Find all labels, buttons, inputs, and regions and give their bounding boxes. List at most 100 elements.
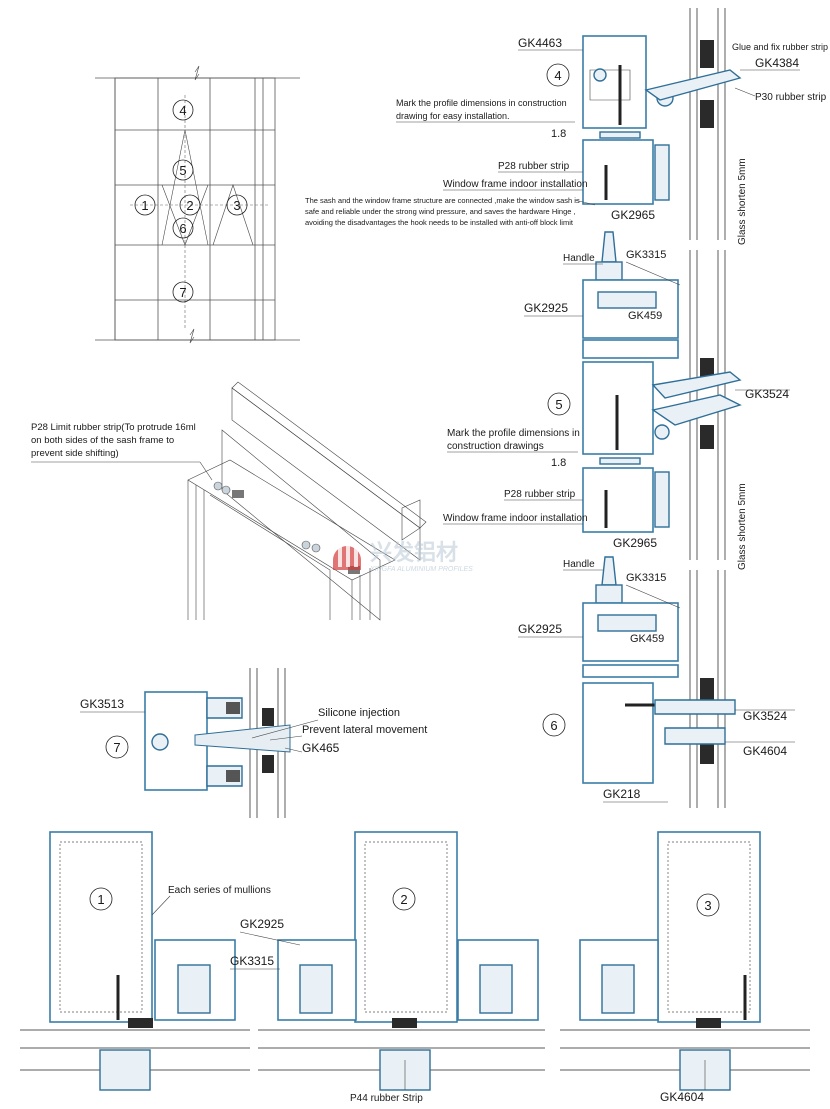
s6-gk3524-profile xyxy=(654,699,736,715)
mullion-labels: 1 2 3 Each series of mullions GK2925 GK3… xyxy=(89,885,720,1104)
section-5 xyxy=(582,231,742,560)
section-4 xyxy=(582,8,742,240)
s6-gk3524-label: GK3524 xyxy=(743,709,787,723)
s6-gk459-label: GK459 xyxy=(630,633,664,645)
glue-strip-label: Glue and fix rubber strip xyxy=(732,42,828,52)
s6-handle-label: Handle xyxy=(563,559,595,570)
mullion-gk2925-label: GK2925 xyxy=(240,917,284,931)
isometric-labels: P28 Limit rubber strip(To protrude 16ml … xyxy=(31,422,213,481)
gk4384-gasket xyxy=(644,69,742,101)
s5-gk2925-profile xyxy=(582,279,679,339)
s7-silicone-label: Silicone injection xyxy=(318,707,400,719)
s7-gk465-profile xyxy=(194,724,291,753)
s5-gk2965-profile xyxy=(582,467,654,533)
brand-watermark: 兴发铝材 XINGFA ALUMINIUM PROFILES xyxy=(333,540,473,573)
s5-dim: 1.8 xyxy=(551,457,566,469)
s4-indoor-label: Window frame indoor installation xyxy=(443,179,588,190)
marker-4 xyxy=(172,99,194,121)
marker-3 xyxy=(226,194,248,216)
s6-gk2925-profile xyxy=(582,602,679,662)
s5-mark-note-2: construction drawings xyxy=(447,441,544,452)
isometric-cutaway xyxy=(187,381,427,621)
mullion-gk3315-label: GK3315 xyxy=(230,954,274,968)
marker-1-label: 1 xyxy=(141,198,148,213)
section-6-number: 6 xyxy=(550,718,557,733)
mullion-sections xyxy=(20,831,810,1091)
s4-mark-note-1: Mark the profile dimensions in construct… xyxy=(396,98,567,108)
s5-gk3524-profile xyxy=(651,371,742,399)
mullion-gk4604-label: GK4604 xyxy=(660,1090,704,1104)
gk4384-label: GK4384 xyxy=(755,56,799,70)
marker-6-label: 6 xyxy=(179,221,186,236)
s4-sash-note-2: safe and reliable under the strong wind … xyxy=(305,207,576,216)
marker-2-label: 2 xyxy=(186,198,193,213)
s4-sash-note-3: avoiding the disadvantages the hook need… xyxy=(305,218,574,227)
mullion-2-box xyxy=(354,831,458,1023)
window-elevation-grid xyxy=(95,65,300,344)
s5-glass-label: Glass shorten 5mm xyxy=(737,483,748,570)
marker-7-label: 7 xyxy=(179,285,186,300)
s5-mark-note-1: Mark the profile dimensions in xyxy=(447,428,580,439)
mullion-3-number: 3 xyxy=(704,898,711,913)
s6-gk459-profile xyxy=(597,614,657,632)
s7-gk465-label: GK465 xyxy=(302,741,340,755)
iso-note-2: on both sides of the sash frame to xyxy=(31,435,174,446)
s6-gk4604-profile xyxy=(664,727,726,745)
s5-indoor-label: Window frame indoor installation xyxy=(443,513,588,524)
s6-gk218-label: GK218 xyxy=(603,787,641,801)
s6-gk4604-label: GK4604 xyxy=(743,744,787,758)
s6-gk218-profile xyxy=(582,682,654,784)
s5-gk3315-label: GK3315 xyxy=(626,249,666,261)
gk4463-label: GK4463 xyxy=(518,36,562,50)
s5-gk459-profile xyxy=(597,291,657,309)
marker-3-label: 3 xyxy=(233,198,240,213)
section-4-labels: 4 GK4463 Glue and fix rubber strip GK438… xyxy=(305,36,828,245)
s5-gk2925-label: GK2925 xyxy=(524,301,568,315)
marker-6 xyxy=(172,217,194,239)
s6-gk2925-label: GK2925 xyxy=(518,622,562,636)
p44-label: P44 rubber Strip xyxy=(350,1093,423,1104)
mullion-1-box xyxy=(49,831,153,1023)
marker-7 xyxy=(172,281,194,303)
section-7-number: 7 xyxy=(113,740,120,755)
s5-gk459-label: GK459 xyxy=(628,310,662,322)
s4-glass-label: Glass shorten 5mm xyxy=(737,158,748,245)
section-4-number: 4 xyxy=(554,68,561,83)
s4-mark-note-2: drawing for easy installation. xyxy=(396,111,510,121)
section-6 xyxy=(582,556,736,808)
s5-gk2965-label: GK2965 xyxy=(613,536,657,550)
section-5-number: 5 xyxy=(555,397,562,412)
section-7-labels: GK3513 7 Silicone injection Prevent late… xyxy=(80,697,427,759)
gk4463-profile xyxy=(582,35,647,129)
iso-note-1: P28 Limit rubber strip(To protrude 16ml xyxy=(31,422,196,433)
elevation-markers: 4 5 1 2 3 6 7 xyxy=(134,99,248,303)
s5-gk3524-label: GK3524 xyxy=(745,387,789,401)
marker-5-label: 5 xyxy=(179,163,186,178)
section-7 xyxy=(144,668,291,818)
marker-2 xyxy=(179,194,201,216)
s4-gk2965-label: GK2965 xyxy=(611,208,655,222)
watermark-brand: 兴发铝材 xyxy=(370,540,458,565)
marker-1 xyxy=(134,194,156,216)
watermark-sub: XINGFA ALUMINIUM PROFILES xyxy=(369,566,473,573)
section-5-labels: Handle GK3315 GK2925 GK459 5 GK3524 Mark… xyxy=(443,249,790,570)
s4-sash-note-1: The sash and the window frame structure … xyxy=(305,196,580,205)
s7-gk3513-label: GK3513 xyxy=(80,697,124,711)
s6-gk3315-label: GK3315 xyxy=(626,572,666,584)
mullion-2-number: 2 xyxy=(400,892,407,907)
mullion-1-number: 1 xyxy=(97,892,104,907)
gk2965-profile xyxy=(582,139,654,205)
s5-handle xyxy=(601,231,617,263)
p30-label: P30 rubber strip xyxy=(755,92,827,103)
s7-lateral-label: Prevent lateral movement xyxy=(302,724,427,736)
s4-dim: 1.8 xyxy=(551,128,566,140)
each-series-label: Each series of mullions xyxy=(168,885,271,896)
s6-handle xyxy=(601,556,617,586)
s4-p28-label: P28 rubber strip xyxy=(498,161,570,172)
iso-note-3: prevent side shifting) xyxy=(31,448,119,459)
marker-4-label: 4 xyxy=(179,103,186,118)
marker-5 xyxy=(172,159,194,181)
section-6-labels: Handle GK3315 GK2925 GK459 6 GK3524 GK46… xyxy=(518,559,795,803)
